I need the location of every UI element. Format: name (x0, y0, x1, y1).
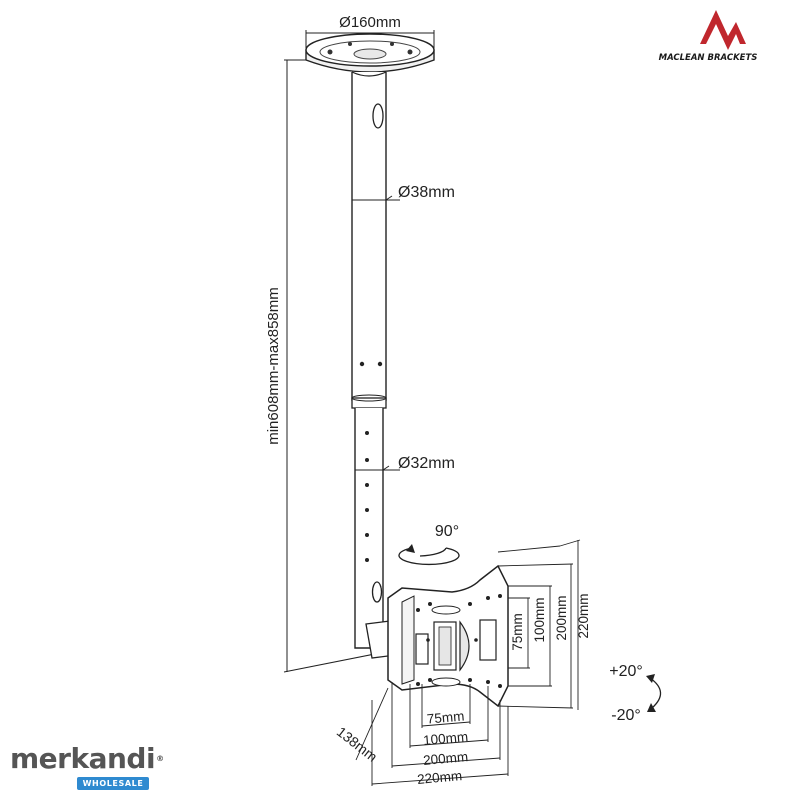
tilt-up-label: +20° (609, 663, 643, 680)
tilt-arrow-up-icon (646, 674, 655, 683)
cable-hole-bottom (371, 581, 383, 603)
upper-pole-diameter-dimension: Ø38mm (352, 184, 455, 201)
upper-pole-diameter-label: Ø38mm (398, 184, 455, 201)
tilt-indicator: +20° -20° (609, 663, 662, 724)
vesa-220-vertical-label: 220mm (576, 593, 591, 638)
merkandi-name: merkandi (10, 742, 156, 775)
tilt-down-label: -20° (611, 707, 641, 724)
height-range-label: min608mm-max858mm (265, 287, 282, 445)
vesa-75-vertical-label: 75mm (510, 613, 525, 651)
height-dimension: min608mm-max858mm (265, 59, 406, 673)
lower-pole-diameter-label: Ø32mm (398, 455, 455, 472)
merkandi-registered-mark: ® (156, 754, 164, 763)
depth-dimension: 138mm (334, 687, 389, 765)
maclean-m-mark (700, 10, 746, 50)
swivel-arrow-icon (406, 544, 415, 553)
lower-pole-diameter-dimension: Ø32mm (355, 455, 455, 472)
base-diameter-label: Ø160mm (339, 14, 401, 31)
vesa-plate (387, 564, 509, 708)
upper-pole (351, 71, 387, 401)
vesa-100-vertical-label: 100mm (532, 597, 547, 642)
lower-pole (354, 408, 384, 649)
vesa-horizontal-dimensions: 75mm 100mm 200mm 220mm (371, 682, 509, 787)
vesa-220-horizontal-label: 220mm (417, 768, 463, 787)
tilt-arrow-down-icon (647, 703, 656, 712)
swivel-indicator: 90° (398, 523, 460, 566)
ceiling-base-plate (305, 33, 435, 73)
vesa-200-vertical-label: 200mm (554, 595, 569, 640)
vesa-100-horizontal-label: 100mm (423, 729, 469, 748)
maclean-logo: MACLEAN BRACKETS (659, 10, 758, 63)
maclean-logo-text: MACLEAN BRACKETS (659, 53, 758, 63)
base-diameter-dimension: Ø160mm (305, 14, 435, 50)
cable-hole-top (372, 103, 384, 129)
vesa-200-horizontal-label: 200mm (423, 749, 469, 768)
merkandi-wholesale-badge: WHOLESALE (77, 777, 149, 790)
vesa-75-horizontal-label: 75mm (426, 708, 465, 726)
vesa-vertical-dimensions: 75mm 100mm 200mm 220mm (497, 539, 591, 710)
merkandi-watermark: merkandi® WHOLESALE (10, 742, 164, 790)
swivel-angle-label: 90° (435, 523, 459, 540)
